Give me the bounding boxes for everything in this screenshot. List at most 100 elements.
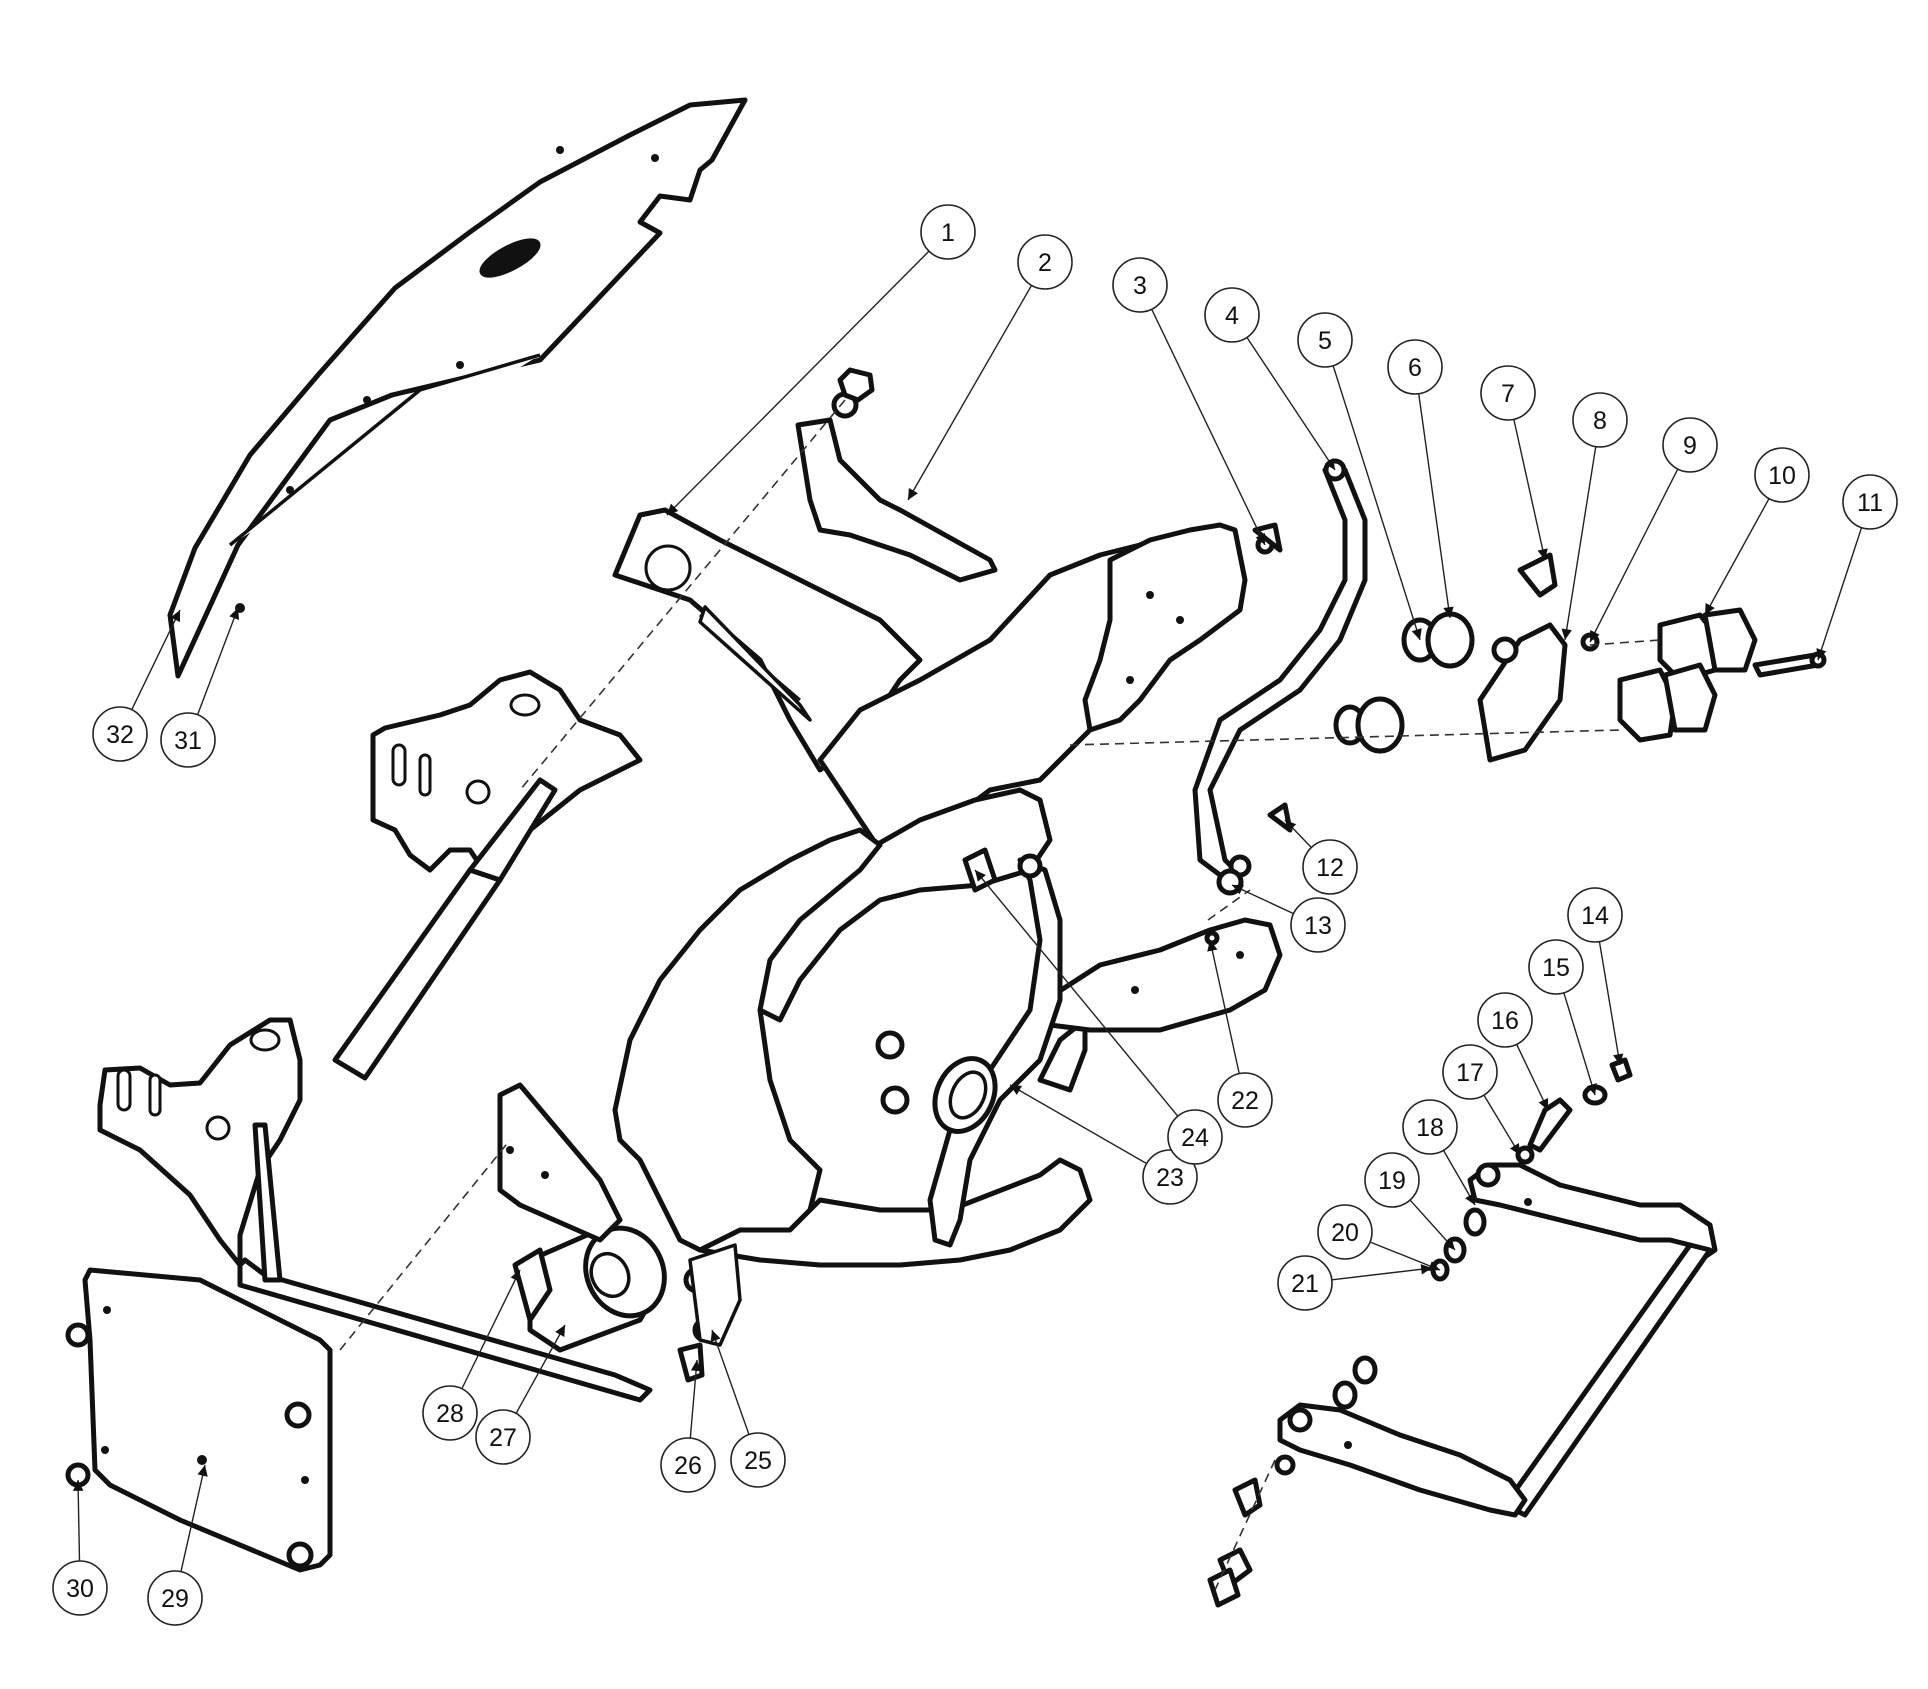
- callout-circle: [160, 712, 216, 768]
- callout-circle: [1167, 1109, 1223, 1165]
- callout-leader-line: [1246, 337, 1336, 471]
- callout-circle: [730, 1432, 786, 1488]
- callout-3: 3: [1112, 257, 1266, 546]
- callout-number: 13: [1304, 912, 1332, 940]
- callout-arrowhead: [690, 1360, 702, 1372]
- callout-2: 2: [907, 234, 1073, 501]
- callout-32: 32: [92, 609, 181, 762]
- callout-leader-line: [907, 285, 1033, 501]
- callout-leader-line: [1231, 884, 1294, 915]
- callout-arrowhead: [1561, 628, 1572, 640]
- cross-tube: [332, 777, 558, 1081]
- callout-13: 13: [1231, 884, 1346, 953]
- callout-circle: [1402, 1099, 1458, 1155]
- callout-leader-line: [196, 607, 239, 715]
- callout-21: 21: [1277, 1255, 1433, 1311]
- cylinder-motor: [512, 1222, 667, 1353]
- callout-arrowhead: [710, 1330, 721, 1342]
- callout-number: 22: [1231, 1087, 1259, 1115]
- handle-frame: [1277, 1162, 1718, 1518]
- callout-15: 15: [1528, 939, 1597, 1096]
- callout-number: 1: [941, 219, 955, 247]
- bearing-assembly: [875, 1030, 998, 1134]
- callout-number: 21: [1291, 1270, 1319, 1298]
- callout-arrowhead: [229, 608, 240, 620]
- callout-number: 28: [436, 1400, 464, 1428]
- callout-circle: [1142, 1149, 1198, 1205]
- callout-leader-line: [1483, 1094, 1521, 1156]
- callout-number: 29: [161, 1585, 189, 1613]
- callout-number: 6: [1408, 354, 1422, 382]
- callout-arrowhead: [1590, 630, 1600, 642]
- callout-number: 14: [1581, 902, 1609, 930]
- callout-5: 5: [1297, 312, 1422, 641]
- callout-number: 7: [1501, 380, 1515, 408]
- callout-number: 2: [1038, 249, 1052, 277]
- callout-circle: [422, 1385, 478, 1441]
- callout-26: 26: [660, 1359, 716, 1493]
- callout-number: 27: [489, 1424, 517, 1452]
- callout-circle: [1302, 839, 1358, 895]
- callout-6: 6: [1387, 339, 1454, 619]
- callout-arrowhead: [1443, 606, 1454, 618]
- callout-12: 12: [1284, 819, 1358, 895]
- callout-circle: [1112, 257, 1168, 313]
- callout-leader-line: [1151, 309, 1266, 546]
- callout-22: 22: [1207, 939, 1273, 1128]
- callout-arrowhead: [908, 488, 918, 500]
- callout-arrowhead: [1613, 1053, 1624, 1065]
- callout-leader-line: [131, 609, 181, 711]
- callout-circle: [1572, 392, 1628, 448]
- callout-31: 31: [160, 607, 240, 768]
- callout-circle: [147, 1570, 203, 1626]
- callout-number: 24: [1181, 1124, 1209, 1152]
- top-cover-panel: [167, 97, 748, 679]
- callout-arrowhead: [1232, 884, 1244, 895]
- right-side-plate: [1082, 522, 1248, 733]
- callout-circle: [1204, 287, 1260, 343]
- lower-curved-bar: [1027, 917, 1283, 1033]
- callout-leader-line: [1598, 941, 1621, 1066]
- callout-9: 9: [1589, 417, 1718, 643]
- callout-leader-line: [1817, 527, 1863, 661]
- callout-8: 8: [1561, 392, 1628, 641]
- callout-arrowhead: [1255, 533, 1266, 545]
- callout-leader-line: [180, 1464, 206, 1572]
- callout-leader-line: [1209, 939, 1240, 1074]
- callout-number: 9: [1683, 432, 1697, 460]
- handle-hardware: [1207, 1057, 1633, 1608]
- callout-number: 11: [1857, 489, 1883, 517]
- callout-30: 30: [52, 1479, 108, 1616]
- callout-leader-line: [1563, 992, 1596, 1096]
- callout-leader-line: [1332, 365, 1421, 641]
- callout-leader-line: [77, 1479, 81, 1562]
- callout-number: 15: [1542, 954, 1570, 982]
- callout-leader-line: [1564, 446, 1597, 641]
- callout-number: 12: [1316, 854, 1344, 882]
- callout-4: 4: [1204, 287, 1336, 471]
- callout-circle: [1017, 234, 1073, 290]
- callout-circle: [1317, 1204, 1373, 1260]
- callout-arrowhead: [667, 503, 679, 515]
- motor-bracket: [497, 1082, 623, 1243]
- callout-10: 10: [1704, 447, 1810, 616]
- callout-circle: [660, 1437, 716, 1493]
- callout-arrowhead: [510, 1270, 520, 1282]
- callout-number: 10: [1768, 462, 1796, 490]
- part-drawings: [65, 97, 1827, 1608]
- callout-circle: [1842, 474, 1898, 530]
- callout-number: 17: [1456, 1059, 1484, 1087]
- callout-arrowhead: [1586, 1083, 1597, 1095]
- callout-leader-line: [1516, 1044, 1549, 1111]
- callout-7: 7: [1480, 365, 1548, 561]
- callout-number: 3: [1133, 272, 1147, 300]
- callout-19: 19: [1364, 1152, 1456, 1251]
- callout-circle: [920, 204, 976, 260]
- callout-arrowhead: [1420, 1264, 1432, 1275]
- triangular-bracket: [612, 507, 923, 773]
- callout-circle: [1217, 1072, 1273, 1128]
- callout-arrowhead: [1538, 1098, 1549, 1110]
- left-frame-plate-lower: [97, 1017, 303, 1268]
